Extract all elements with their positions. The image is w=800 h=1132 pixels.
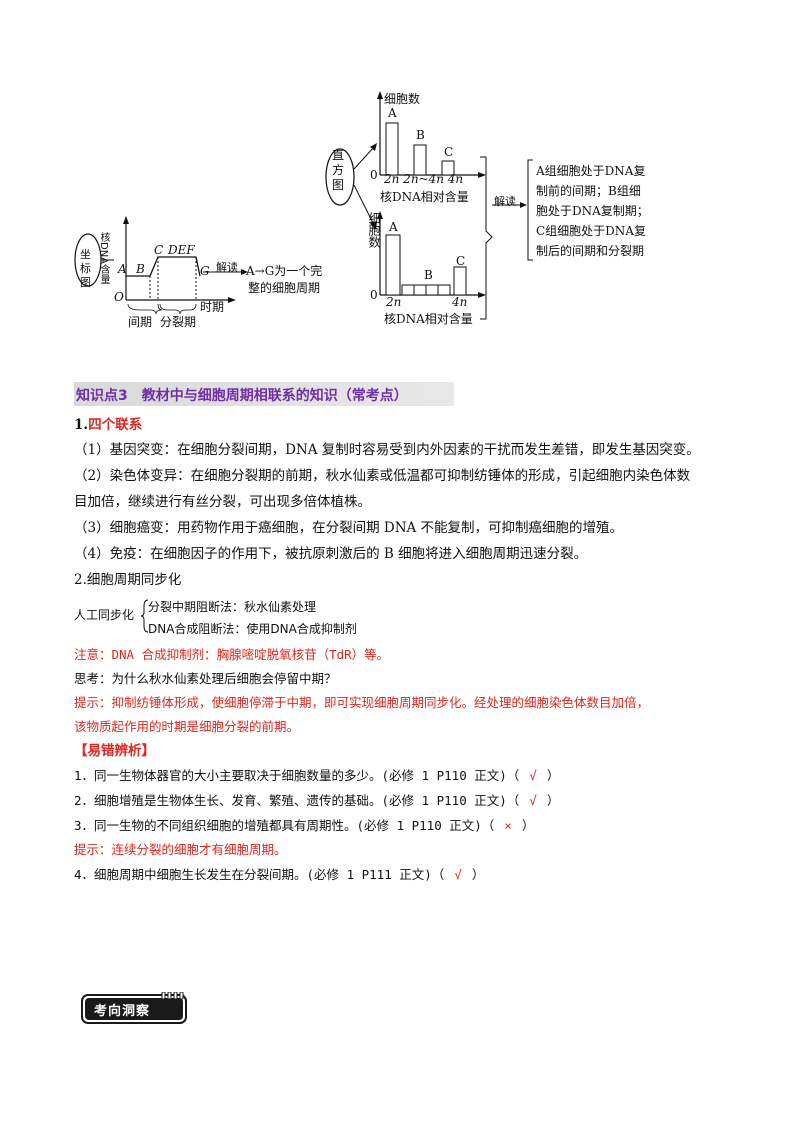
coord-interpret-label: 解读	[216, 261, 238, 274]
phase-interphase: 间期	[128, 315, 153, 329]
letter-c: C	[154, 243, 164, 257]
section-heading: 知识点3 教材中与细胞周期相联系的知识（常考点）	[76, 388, 408, 404]
error-item-4-text: 4．细胞周期中细胞生长发生在分裂间期。(必修 1 P111 正文)（	[74, 867, 445, 882]
hist-note-line1: A组细胞处于DNA复	[536, 164, 646, 178]
hist-top-y-label: 细胞数	[384, 92, 421, 106]
phase-division: 分裂期	[160, 315, 197, 329]
error-item-2-close: ）	[546, 793, 560, 808]
error-item-4-close: ）	[471, 867, 485, 882]
subheading-title: 四个联系	[88, 417, 143, 433]
error-item-1: 1．同一生物体器官的大小主要取决于细胞数量的多少。(必修 1 P110 正文)（…	[74, 766, 559, 786]
error-item-3-mark: ×	[504, 818, 512, 833]
error-item-3-close: ）	[521, 818, 535, 833]
hist-top-bar-c: C	[444, 145, 454, 159]
coord-x-axis-label: 时期	[200, 300, 225, 314]
hist-top-x-label: 核DNA相对含量	[380, 190, 469, 204]
coord-note-line2: 整的细胞周期	[248, 281, 321, 295]
error-item-4-mark: √	[454, 867, 462, 882]
sync-branch-2: DNA合成阻断法：使用DNA合成抑制剂	[148, 622, 357, 636]
sync-brace	[140, 599, 149, 633]
coordinate-diagram-graphic	[74, 216, 248, 315]
sync-branch-1: 分裂中期阻断法：秋水仙素处理	[148, 600, 317, 614]
error-item-1-text: 1．同一生物体器官的大小主要取决于细胞数量的多少。(必修 1 P110 正文)（	[74, 768, 520, 783]
hint-line1: 提示：抑制纺锤体形成，使细胞停滞于中期，即可实现细胞周期同步化。经处理的细胞染色…	[74, 695, 650, 710]
hist-bottom-tick-4n: 4n	[452, 295, 468, 309]
letter-a: A	[118, 262, 127, 276]
hist-bottom-tick-2n: 2n	[386, 295, 402, 309]
hist-top-ticks: 2n 2n~4n 4n	[384, 172, 464, 186]
item-chromosome-variation: （2）染色体变异：在细胞分裂期的前期，秋水仙素或低温都可抑制纺锤体的形成，引起细…	[74, 468, 691, 484]
hist-circle-label: 直 方 图	[332, 148, 345, 192]
letter-b: B	[136, 262, 145, 276]
note-dna-inhibitor: 注意：DNA 合成抑制剂：胸腺嘧啶脱氧核苷（TdR）等。	[74, 647, 390, 662]
hist-interpret-label: 解读	[494, 195, 516, 208]
hist-top-origin: 0	[370, 168, 378, 182]
errors-hint: 提示：连续分裂的细胞才有细胞周期。	[74, 842, 287, 857]
error-item-1-close: ）	[546, 768, 560, 783]
errors-title: 【易错辨析】	[74, 743, 155, 759]
hist-top-bar-b: B	[416, 128, 425, 142]
subheading-num: 1.	[74, 417, 89, 433]
coord-circle-label: 坐 标 图	[80, 248, 91, 289]
subheading-four-links: 1.四个联系	[74, 415, 142, 435]
hist-top-bar-a: A	[388, 106, 397, 120]
letter-def: DEF	[168, 243, 195, 257]
hist-bottom-bar-b: B	[424, 268, 433, 282]
item-gene-mutation: （1）基因突变：在细胞分裂间期，DNA 复制时容易受到内外因素的干扰而发生差错，…	[74, 442, 700, 458]
error-item-2-mark: √	[529, 793, 537, 808]
letter-g: G	[200, 264, 210, 278]
error-item-2-text: 2．细胞增殖是生物体生长、发育、繁殖、遗传的基础。(必修 1 P110 正文)（	[74, 793, 520, 808]
badge-frame	[81, 992, 187, 1024]
item-chromosome-variation-cont: 目加倍，继续进行有丝分裂，可出现多倍体植株。	[74, 494, 371, 510]
hist-bottom-x-label: 核DNA相对含量	[384, 312, 473, 326]
coord-origin: O	[114, 290, 124, 304]
section-badge: 考向洞察	[80, 992, 190, 1026]
item-immunity: （4）免疫：在细胞因子的作用下，被抗原刺激后的 B 细胞将进入细胞周期迅速分裂。	[74, 546, 588, 562]
error-item-2: 2．细胞增殖是生物体生长、发育、繁殖、遗传的基础。(必修 1 P110 正文)（…	[74, 791, 559, 811]
badge-label: 考向洞察	[94, 1004, 151, 1019]
error-item-3: 3．同一生物的不同组织细胞的增殖都具有周期性。(必修 1 P110 正文)（ × ）	[74, 816, 534, 836]
subheading-sync: 2.细胞周期同步化	[74, 572, 182, 588]
hist-bottom-bar-a: A	[389, 220, 398, 234]
coord-note-line1: A→G为一个完	[246, 264, 323, 278]
error-item-1-mark: √	[529, 768, 537, 783]
hint-line2: 该物质起作用的时期是细胞分裂的前期。	[74, 719, 300, 734]
coord-y-axis-label: 核DNA含量	[98, 232, 109, 285]
hist-bottom-origin: 0	[370, 288, 378, 302]
error-item-4: 4．细胞周期中细胞生长发生在分裂间期。(必修 1 P111 正文)（ √ ）	[74, 865, 484, 885]
sync-root: 人工同步化	[74, 608, 135, 622]
hist-note-line3: 胞处于DNA复制期；	[536, 204, 649, 218]
hist-bottom-y-label: 细胞数	[367, 212, 381, 248]
error-item-3-text: 3．同一生物的不同组织细胞的增殖都具有周期性。(必修 1 P110 正文)（	[74, 818, 495, 833]
think-question: 思考：为什么秋水仙素处理后细胞会停留中期？	[74, 671, 337, 686]
hist-bottom-bar-c: C	[456, 254, 466, 268]
hist-note-line5: 制后的间期和分裂期	[536, 244, 645, 258]
histogram-diagram-graphic	[325, 91, 533, 320]
hist-note-line4: C组细胞处于DNA复	[536, 224, 646, 238]
section-heading-bar	[74, 382, 454, 406]
item-cancer: （3）细胞癌变：用药物作用于癌细胞，在分裂间期 DNA 不能复制，可抑制癌细胞的…	[74, 520, 624, 536]
hist-note-line2: 制前的间期；B组细	[536, 184, 641, 198]
